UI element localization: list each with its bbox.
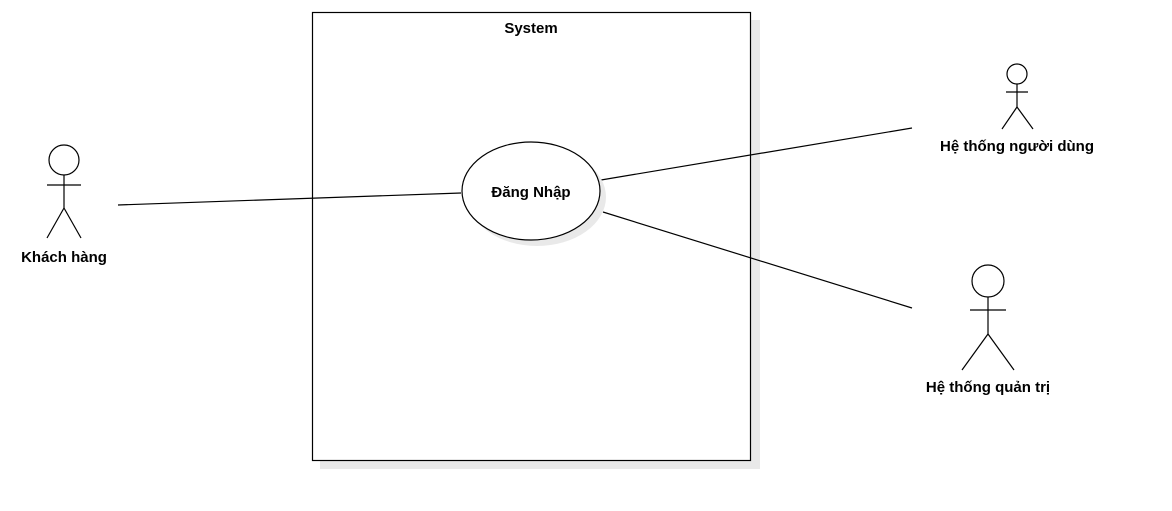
actor-customer[interactable]: Khách hàng <box>21 144 107 266</box>
actor-admin-system[interactable]: Hệ thống quản trị <box>926 264 1050 396</box>
use-case-label: Đăng Nhập <box>491 184 570 201</box>
use-case-ellipse[interactable] <box>461 141 601 241</box>
use-case-login[interactable]: Đăng Nhập <box>461 141 601 241</box>
actor-user-system[interactable]: Hệ thống người dùng <box>940 63 1094 155</box>
system-label: System <box>504 20 557 37</box>
association-login-user-system[interactable] <box>600 127 913 181</box>
actor-admin-system-icon <box>961 264 1015 371</box>
actor-user-system-icon <box>1001 63 1034 130</box>
association-customer-login[interactable] <box>117 192 462 206</box>
actor-admin-system-label: Hệ thống quản trị <box>926 379 1050 396</box>
actor-user-system-label: Hệ thống người dùng <box>940 138 1094 155</box>
actor-customer-label: Khách hàng <box>21 249 107 266</box>
association-login-admin-system[interactable] <box>602 211 913 309</box>
actor-customer-icon <box>46 144 82 239</box>
